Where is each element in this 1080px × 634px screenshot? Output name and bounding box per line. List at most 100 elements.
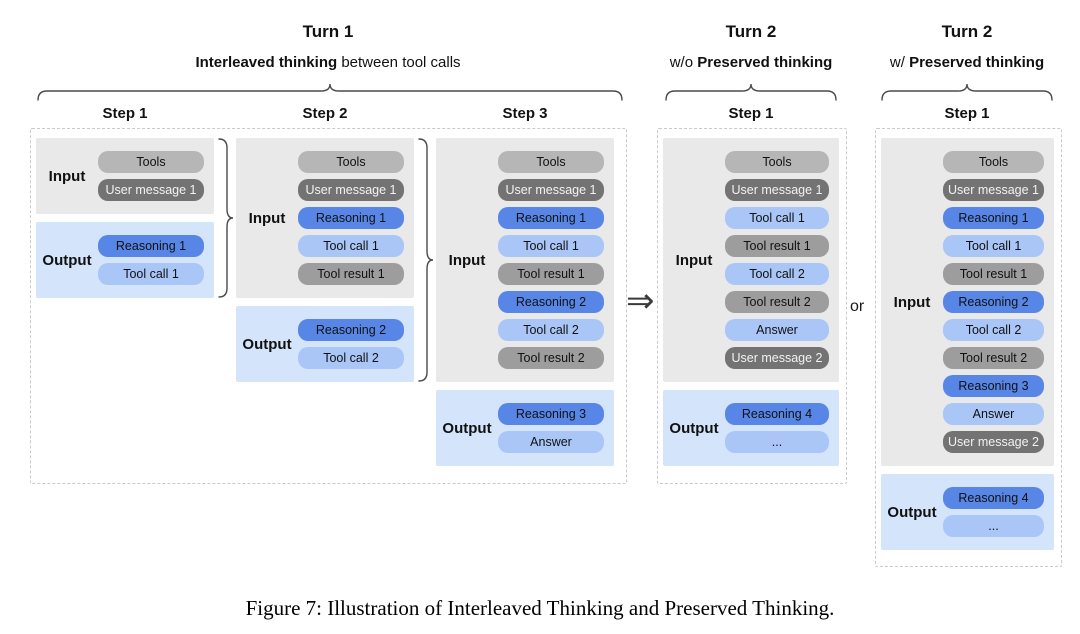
output-label: Output <box>442 419 492 437</box>
pill-tools: Tools <box>498 151 604 173</box>
pill-result: Tool result 1 <box>498 263 604 285</box>
pill-toolcall: Tool call 1 <box>725 207 829 229</box>
input-label: Input <box>248 209 286 227</box>
pill-reasoning: Reasoning 4 <box>725 403 829 425</box>
turn2b-subtitle-pre: w/ <box>889 54 910 71</box>
input-label: Input <box>448 251 486 269</box>
output-block: Output Reasoning 2 Tool call 2 <box>236 306 414 382</box>
pill-user: User message 1 <box>943 179 1044 201</box>
turn2a-span-brace <box>665 83 837 101</box>
pill-tools: Tools <box>725 151 829 173</box>
step1-to-step2-brace <box>218 138 234 298</box>
pill-list: Reasoning 4... <box>725 390 839 466</box>
pill-answer: Answer <box>498 431 604 453</box>
pill-result: Tool result 1 <box>298 263 404 285</box>
pill-reasoning: Reasoning 1 <box>98 235 204 257</box>
pill-user: User message 2 <box>725 347 829 369</box>
pill-result: Tool result 1 <box>725 235 829 257</box>
pill-dots: ... <box>725 431 829 453</box>
pill-list: Reasoning 3 Answer <box>498 390 614 466</box>
pill-toolcall: Tool call 2 <box>725 263 829 285</box>
pill-user: User message 1 <box>298 179 404 201</box>
implies-arrow-icon: ⇒ <box>626 282 655 320</box>
pill-user: User message 2 <box>943 431 1044 453</box>
step-label-t2as1: Step 1 <box>728 105 774 122</box>
step-label-t1s2: Step 2 <box>302 105 348 122</box>
output-label: Output <box>669 419 719 437</box>
output-label: Output <box>242 335 292 353</box>
output-block: Output Reasoning 4... <box>663 390 839 466</box>
pill-tools: Tools <box>98 151 204 173</box>
step2-to-step3-brace <box>418 138 434 382</box>
pill-dots: ... <box>943 515 1044 537</box>
step-label-t1s3: Step 3 <box>502 105 548 122</box>
turn2b-span-brace <box>881 83 1053 101</box>
output-label: Output <box>42 251 92 269</box>
pill-toolcall: Tool call 1 <box>498 235 604 257</box>
pill-reasoning: Reasoning 2 <box>943 291 1044 313</box>
turn2a-subtitle-pre: w/o <box>669 54 698 71</box>
pill-toolcall: Tool call 2 <box>298 347 404 369</box>
turn1-subtitle-bold: Interleaved thinking <box>195 54 338 71</box>
pill-list: Reasoning 1 Tool call 1 <box>98 222 214 298</box>
output-block: Output Reasoning 4... <box>881 474 1054 550</box>
input-label: Input <box>893 293 931 311</box>
figure-caption: Figure 7: Illustration of Interleaved Th… <box>245 596 835 620</box>
turn2b-title: Turn 2 <box>941 22 993 41</box>
pill-answer: Answer <box>725 319 829 341</box>
pill-toolcall: Tool call 1 <box>943 235 1044 257</box>
output-block: Output Reasoning 3 Answer <box>436 390 614 466</box>
turn2a-subtitle: w/o Preserved thinking <box>670 54 833 71</box>
pill-reasoning: Reasoning 1 <box>298 207 404 229</box>
turn2b-subtitle-bold: Preserved thinking <box>909 54 1045 71</box>
pill-tools: Tools <box>298 151 404 173</box>
or-label: or <box>850 298 865 315</box>
pill-result: Tool result 2 <box>725 291 829 313</box>
pill-toolcall: Tool call 2 <box>498 319 604 341</box>
input-label: Input <box>48 167 86 185</box>
pill-answer: Answer <box>943 403 1044 425</box>
turn2a-title: Turn 2 <box>725 22 777 41</box>
pill-reasoning: Reasoning 4 <box>943 487 1044 509</box>
output-block: Output Reasoning 1 Tool call 1 <box>36 222 214 298</box>
turn1-subtitle-post: between tool calls <box>337 54 461 71</box>
step-label-t2bs1: Step 1 <box>944 105 990 122</box>
pill-toolcall: Tool call 1 <box>298 235 404 257</box>
pill-result: Tool result 2 <box>498 347 604 369</box>
pill-toolcall: Tool call 1 <box>98 263 204 285</box>
pill-reasoning: Reasoning 2 <box>298 319 404 341</box>
pill-list: Reasoning 4... <box>943 474 1054 550</box>
pill-result: Tool result 2 <box>943 347 1044 369</box>
input-label: Input <box>675 251 713 269</box>
pill-reasoning: Reasoning 3 <box>943 375 1044 397</box>
pill-reasoning: Reasoning 1 <box>943 207 1044 229</box>
pill-user: User message 1 <box>725 179 829 201</box>
pill-user: User message 1 <box>98 179 204 201</box>
output-label: Output <box>887 503 937 521</box>
pill-tools: Tools <box>943 151 1044 173</box>
pill-reasoning: Reasoning 1 <box>498 207 604 229</box>
pill-result: Tool result 1 <box>943 263 1044 285</box>
pill-list: Reasoning 2 Tool call 2 <box>298 306 414 382</box>
turn1-span-brace <box>37 83 623 101</box>
turn2b-subtitle: w/ Preserved thinking <box>890 54 1044 71</box>
pill-user: User message 1 <box>498 179 604 201</box>
pill-reasoning: Reasoning 3 <box>498 403 604 425</box>
step-label-t1s1: Step 1 <box>102 105 148 122</box>
